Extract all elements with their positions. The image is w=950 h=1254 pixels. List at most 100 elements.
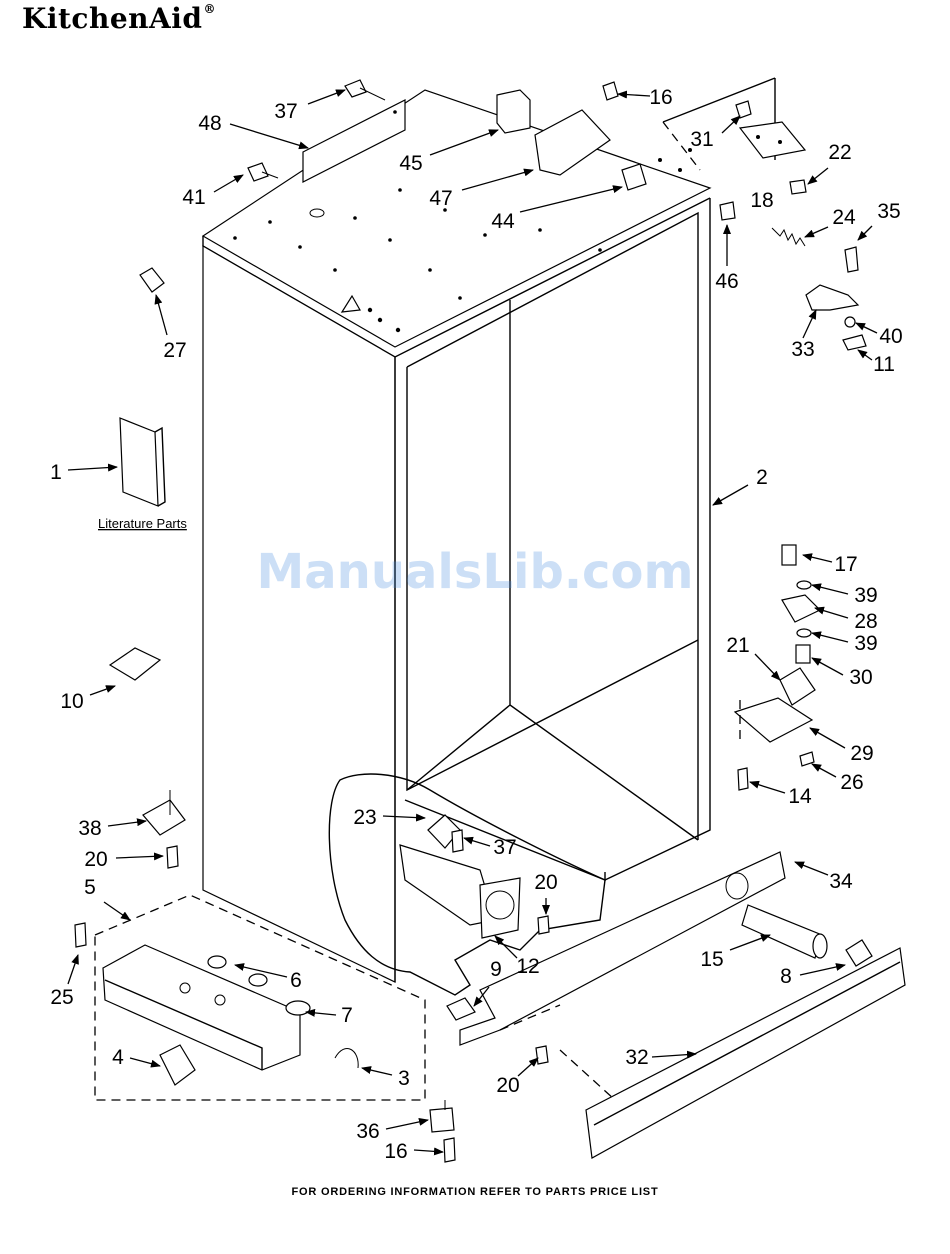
- callout-27: 27: [163, 339, 186, 362]
- clip-3: [335, 1049, 358, 1068]
- hinge-plate-18: [740, 122, 805, 158]
- leader-arrow-48: [230, 124, 308, 148]
- leader-arrow-15: [730, 935, 770, 950]
- nut-22: [790, 180, 806, 194]
- callout-1: 1: [50, 461, 62, 484]
- callout-40: 40: [879, 325, 902, 348]
- leader-arrow-29: [810, 728, 845, 748]
- screw-37-bottom: [452, 830, 463, 852]
- callout-12: 12: [516, 955, 539, 978]
- hinge-bracket-21: [780, 668, 815, 705]
- leader-arrow-37: [308, 90, 345, 104]
- leader-arrow-20: [116, 856, 163, 858]
- leader-arrow-24: [805, 227, 828, 237]
- screw-20-mid: [538, 916, 549, 934]
- callout-18: 18: [750, 189, 773, 212]
- callout-39: 39: [854, 584, 877, 607]
- screw-35: [845, 247, 858, 272]
- clip-11: [843, 335, 866, 350]
- leader-arrow-38: [108, 821, 146, 826]
- callout-36: 36: [356, 1120, 379, 1143]
- leader-arrow-4: [130, 1058, 160, 1066]
- tube-15: [742, 905, 822, 958]
- washer-39-upper: [797, 581, 811, 589]
- leader-arrow-31: [722, 116, 740, 133]
- callout-5: 5: [84, 876, 96, 899]
- spring-24: [772, 228, 805, 246]
- leader-arrow-22: [808, 168, 828, 184]
- literature-part-1: [120, 418, 158, 506]
- callout-6: 6: [290, 969, 302, 992]
- callout-16: 16: [649, 86, 672, 109]
- grommet-6b: [249, 974, 267, 986]
- literature-parts-label: Literature Parts: [98, 516, 187, 531]
- leader-arrow-39: [812, 585, 848, 594]
- callout-21: 21: [726, 634, 749, 657]
- leader-arrow-26: [812, 764, 836, 777]
- callout-4: 4: [112, 1046, 124, 1069]
- hinge-pin-17: [782, 545, 796, 565]
- callout-30: 30: [849, 666, 872, 689]
- callout-32: 32: [625, 1046, 648, 1069]
- callout-39: 39: [854, 632, 877, 655]
- washer-39-lower: [797, 629, 811, 637]
- leader-arrow-20: [518, 1058, 538, 1076]
- callout-46: 46: [715, 270, 738, 293]
- callout-20: 20: [84, 848, 107, 871]
- callout-34: 34: [829, 870, 853, 893]
- callout-25: 25: [50, 986, 73, 1009]
- leader-arrow-30: [812, 658, 843, 675]
- leader-arrow-17: [803, 555, 832, 562]
- callout-22: 22: [828, 141, 851, 164]
- leader-arrow-37: [464, 838, 490, 846]
- callout-11: 11: [873, 353, 895, 376]
- leader-arrow-10: [90, 686, 115, 695]
- screw-20-bottom: [536, 1046, 548, 1064]
- clip-27: [140, 268, 164, 292]
- nut-40: [845, 317, 855, 327]
- clamp-10: [110, 648, 160, 680]
- callout-37: 37: [274, 100, 297, 123]
- clamp-4: [160, 1045, 195, 1085]
- callout-10: 10: [60, 690, 83, 713]
- screw-37-top: [345, 80, 385, 100]
- clip-9: [447, 998, 475, 1020]
- leader-arrow-27: [156, 295, 167, 335]
- leader-arrow-7: [306, 1012, 336, 1015]
- callout-41: 41: [182, 186, 205, 209]
- callout-29: 29: [850, 742, 873, 765]
- leader-arrow-34: [795, 862, 828, 875]
- leader-arrow-14: [750, 782, 785, 793]
- callout-33: 33: [791, 338, 814, 361]
- housing-5: [103, 945, 300, 1070]
- bushing-30: [796, 645, 810, 663]
- screw-20-left: [167, 846, 178, 868]
- switch-45: [497, 90, 530, 133]
- callout-17: 17: [834, 553, 857, 576]
- callout-37: 37: [493, 836, 516, 859]
- footer-note: FOR ORDERING INFORMATION REFER TO PARTS …: [0, 1186, 950, 1198]
- callout-26: 26: [840, 771, 863, 794]
- leader-arrow-33: [803, 310, 816, 338]
- callout-8: 8: [780, 965, 792, 988]
- leader-arrow-40: [856, 323, 877, 333]
- callout-20: 20: [534, 871, 557, 894]
- screw-25: [75, 923, 86, 947]
- leader-arrow-12: [495, 936, 517, 958]
- screw-46: [720, 202, 735, 220]
- screw-16-top: [603, 82, 618, 100]
- leader-arrow-3: [362, 1068, 392, 1075]
- leader-arrow-8: [800, 965, 845, 975]
- leader-arrow-11: [858, 350, 872, 360]
- callout-2: 2: [756, 466, 768, 489]
- cabinet-drawing: [203, 78, 775, 982]
- callout-44: 44: [491, 210, 515, 233]
- callout-14: 14: [788, 785, 812, 808]
- clip-36: [430, 1108, 454, 1132]
- callout-24: 24: [832, 206, 856, 229]
- hinge-28: [782, 595, 820, 622]
- washer-26: [800, 752, 814, 766]
- screw-16-bottom: [444, 1138, 455, 1162]
- leader-arrow-1: [68, 467, 117, 470]
